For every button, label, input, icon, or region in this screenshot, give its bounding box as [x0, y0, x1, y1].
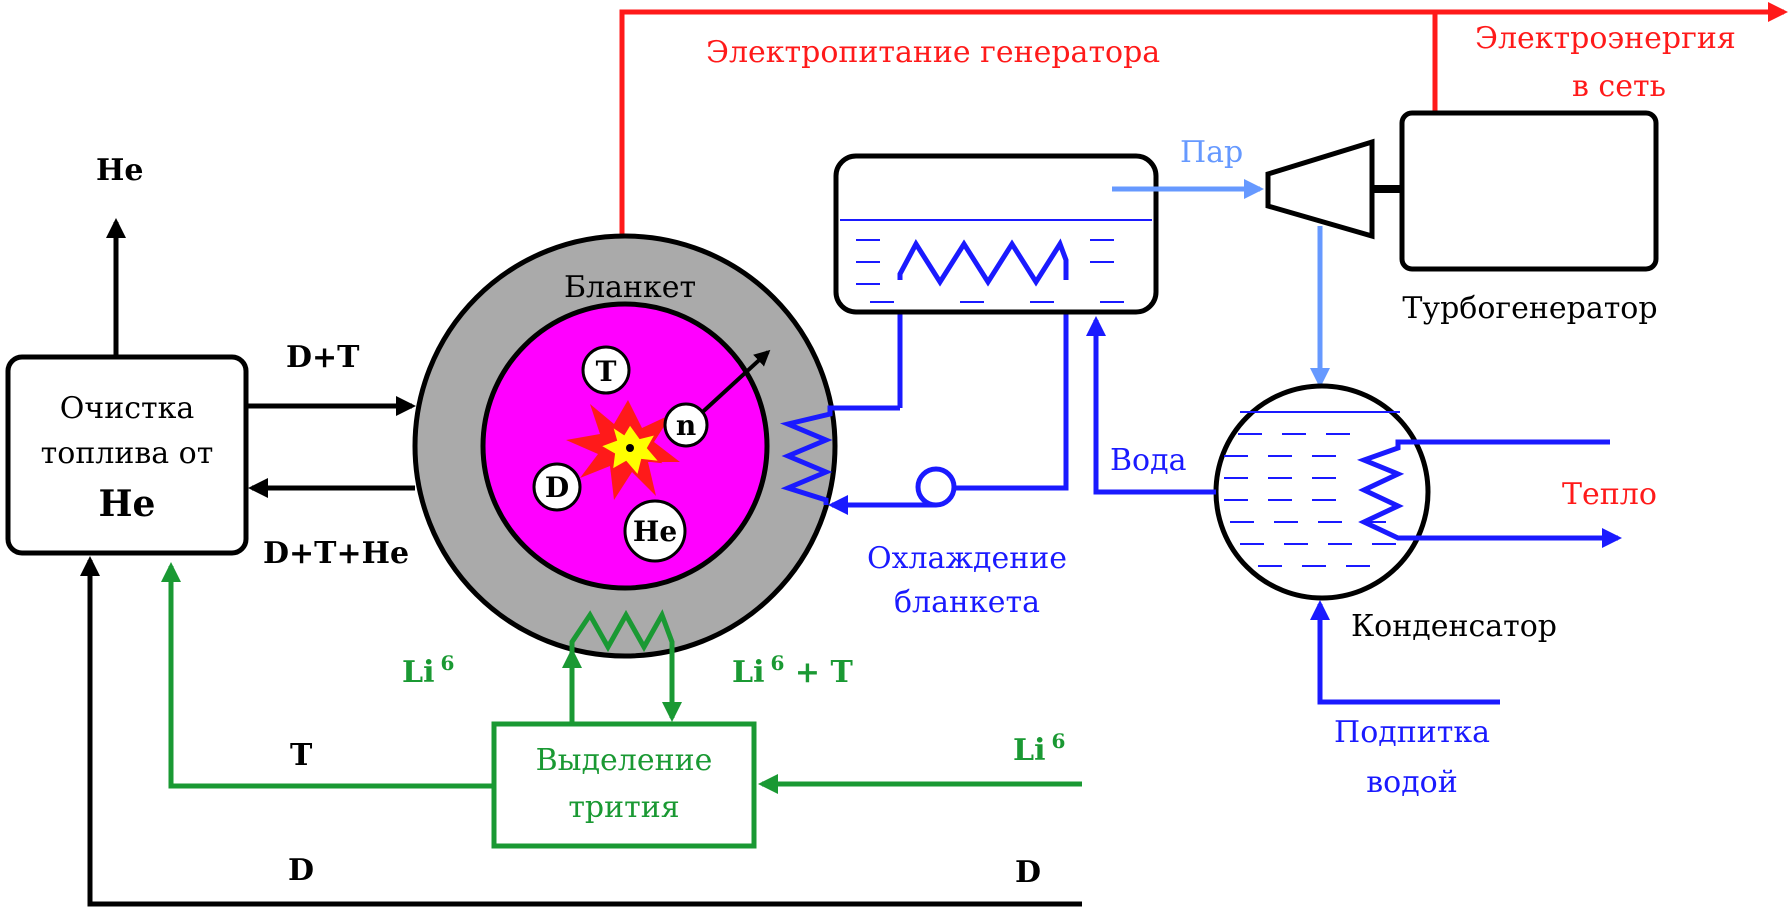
condenser-label: Конденсатор — [1351, 609, 1557, 644]
steam-label: Пар — [1180, 135, 1243, 170]
d-left-label: D — [288, 853, 314, 888]
steam-generator — [833, 153, 1159, 315]
water-label: Вода — [1110, 443, 1187, 478]
fusion-center-dot — [626, 444, 634, 452]
purification-label-line2: топлива от — [41, 436, 214, 471]
steam-generator-water-dashes — [856, 239, 1124, 303]
purification-label-line3: He — [99, 483, 156, 525]
cooling-return-line — [954, 240, 1069, 491]
generator-box — [1399, 110, 1659, 272]
makeup-water-line — [1310, 600, 1500, 705]
power-lines — [612, 2, 1788, 254]
fuel-purification: Очистка топлива от He — [5, 354, 249, 556]
particle-t — [581, 345, 631, 395]
particle-n-label: n — [676, 409, 696, 442]
reactor: Бланкет T n D He — [412, 233, 838, 659]
lithium-coil — [569, 609, 675, 660]
particle-d — [532, 462, 582, 512]
purification-box — [5, 354, 249, 556]
tritium-extraction-box — [491, 721, 757, 849]
blanket-cooling-coil — [779, 405, 900, 505]
makeup-label-line1: Подпитка — [1334, 715, 1490, 750]
heat-label: Тепло — [1562, 477, 1657, 512]
water-return-line — [1086, 316, 1216, 495]
particle-t-label: T — [596, 355, 617, 388]
he-out-label: He — [96, 153, 143, 188]
dt-label: D+T — [286, 340, 360, 375]
cooling-label-line2: бланкета — [894, 585, 1040, 620]
deuterium-line — [80, 556, 1082, 907]
t-line-label: T — [290, 738, 313, 773]
particle-he-label: He — [633, 515, 677, 548]
condenser-heat-coil — [1356, 439, 1622, 548]
neutron-trajectory-arrow — [694, 349, 771, 420]
makeup-label-line2: водой — [1366, 765, 1457, 800]
turbine-icon — [1265, 138, 1375, 240]
steam-generator-tank — [833, 153, 1159, 315]
purification-label-line1: Очистка — [60, 391, 195, 426]
particle-d-label: D — [545, 471, 569, 504]
tritium-label-line1: Выделение — [536, 743, 713, 778]
grid-power-label-line1: Электроэнергия — [1475, 21, 1736, 56]
turbogenerator: Турбогенератор — [1265, 110, 1659, 326]
blanket-label: Бланкет — [564, 270, 696, 305]
condenser: Конденсатор — [1213, 383, 1622, 644]
dt-he-label: D+T+He — [263, 536, 409, 571]
pump-icon — [915, 466, 957, 508]
d-right-label: D — [1015, 855, 1041, 890]
generator-power-label: Электропитание генератора — [706, 35, 1160, 70]
condenser-water-dashes — [1224, 411, 1400, 567]
particle-he — [623, 499, 687, 563]
particle-n — [663, 402, 709, 448]
grid-power-label-line2: в сеть — [1572, 69, 1666, 104]
tritium-return-line — [161, 562, 494, 789]
tritium-label-line2: трития — [568, 790, 679, 825]
steam-generator-coil — [897, 238, 1069, 287]
turbogenerator-label: Турбогенератор — [1402, 291, 1657, 326]
cooling-label-line1: Охлаждение — [867, 541, 1067, 576]
generator-power-line — [612, 9, 1438, 254]
